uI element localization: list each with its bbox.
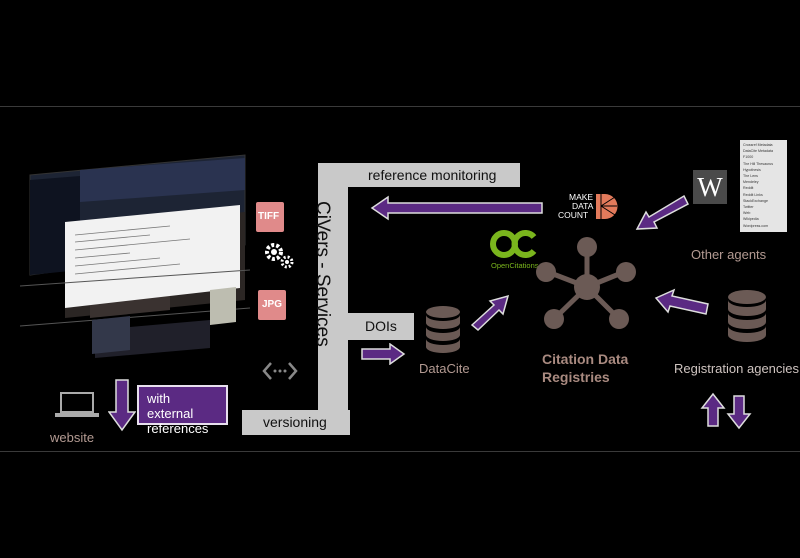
down-arrow <box>108 379 136 432</box>
mdc-count: COUNT <box>558 210 589 220</box>
code-icon <box>262 362 298 380</box>
agent-list-item: Reddit <box>743 186 754 191</box>
versioning-bar: versioning <box>242 410 350 435</box>
external-references-label: with external references <box>147 391 209 436</box>
opencitations-name: OpenCitations <box>491 261 539 270</box>
network-icon <box>536 237 636 329</box>
agent-list-item: DataCite Metadata <box>743 149 773 154</box>
website-screenshots <box>20 154 250 358</box>
agent-list-item: Wordpress.com <box>743 223 769 228</box>
civers-services-title: CiVers - Services <box>312 201 333 347</box>
reference-monitoring-arrow <box>370 195 543 221</box>
registration-agencies-label: Registration agencies <box>674 361 800 376</box>
agent-list-item: Twitter <box>743 205 754 210</box>
reference-monitoring-bar: reference monitoring <box>348 163 520 187</box>
agent-list-item: The Lens <box>743 174 758 179</box>
mdc-make: MAKE <box>569 192 594 202</box>
laptop-icon <box>55 392 99 417</box>
other-agents-label: Other agents <box>691 247 767 262</box>
versioning-label: versioning <box>263 414 327 430</box>
tiff-file-icon: TIFF <box>256 202 284 232</box>
agent-list-item: Mendeley <box>743 180 759 185</box>
agent-list-item: Wikipedia <box>743 217 759 222</box>
mdc-data: DATA <box>572 201 594 211</box>
agent-list-item: F1000 <box>743 155 754 160</box>
jpg-label: JPG <box>262 299 283 310</box>
make-data-count-logo: MAKE DATA COUNT <box>555 193 625 223</box>
wikipedia-logo: W <box>693 170 727 204</box>
down-arrow-right <box>726 395 752 430</box>
opencitations-logo <box>490 230 537 258</box>
website-label: website <box>50 430 95 445</box>
dois-label: DOIs <box>365 318 397 334</box>
civers-vertical-bar <box>318 163 348 435</box>
agent-list-item: Crossref Metadata <box>743 143 773 147</box>
agent-list-item: Hypothesis <box>743 167 761 172</box>
bottom-divider <box>0 451 800 452</box>
agencies-to-registry-arrow <box>654 288 709 315</box>
agent-list-item: Reddit Links <box>743 192 763 197</box>
tiff-label: TIFF <box>258 211 280 222</box>
datacite-to-registry-arrow <box>470 294 510 332</box>
datacite-label: DataCite <box>419 361 470 376</box>
agents-to-registry-arrow <box>635 194 689 230</box>
registries-text: Citation Data Registries <box>542 351 629 385</box>
external-references-box: with external references <box>137 385 228 436</box>
citation-data-registries-label: Citation Data Registries <box>542 350 642 386</box>
mdc-d-mark <box>596 194 618 219</box>
agent-list-item: The Hill Thesaurus <box>743 161 774 166</box>
agent-list-item: StackExchange <box>743 198 768 203</box>
dois-bar: DOIs <box>348 313 414 340</box>
database-icon <box>426 306 460 353</box>
jpg-file-icon: JPG <box>258 290 286 320</box>
registration-database-icon <box>728 290 766 342</box>
up-arrow <box>700 392 726 427</box>
gears-icon <box>265 243 294 269</box>
agent-list-item: Web <box>743 211 751 216</box>
doi-arrow <box>361 343 406 365</box>
reference-monitoring-label: reference monitoring <box>368 167 497 183</box>
top-divider <box>0 106 800 107</box>
